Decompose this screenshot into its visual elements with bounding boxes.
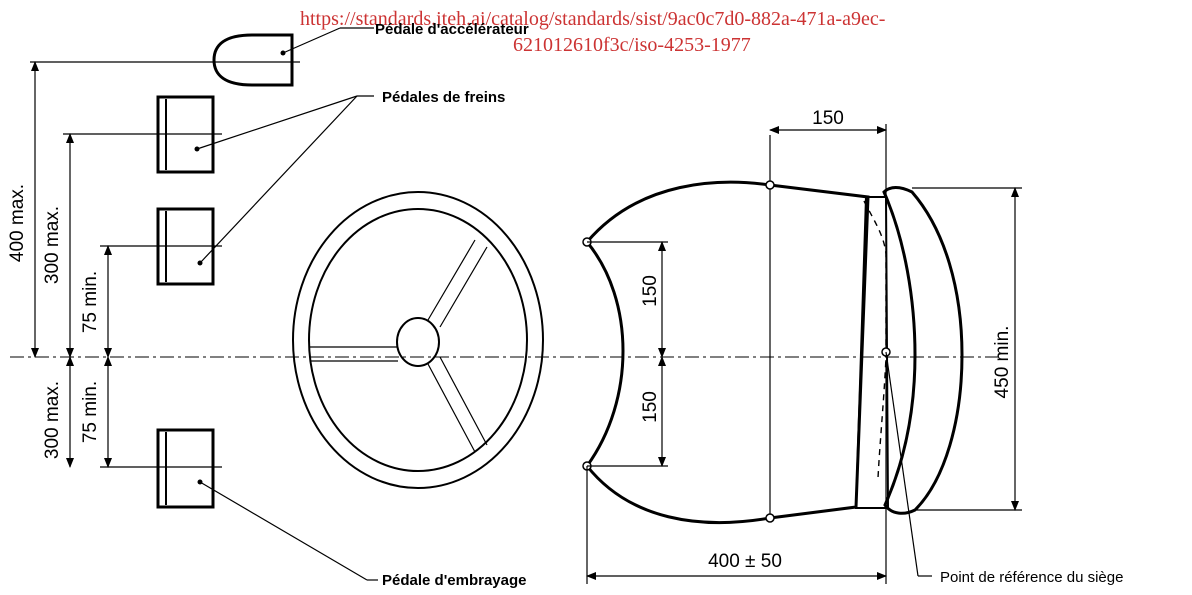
accelerator-pedal-label: Pédale d'accélérateur — [375, 21, 529, 38]
steering-wheel — [292, 191, 544, 489]
watermark-url-line2: 621012610f3c/iso-4253-1977 — [513, 34, 751, 56]
seat-top-offset-text: 150 — [812, 108, 844, 129]
watermark-url-line1: https://standards.iteh.ai/catalog/standa… — [300, 8, 885, 30]
seat-reference-leader — [885, 351, 932, 577]
seat-top-point — [765, 180, 775, 190]
clutch-pedal — [100, 428, 378, 581]
accelerator-pedal — [30, 27, 374, 87]
seat-bottom-point — [765, 513, 775, 523]
seat-half-width-dimension — [587, 241, 668, 467]
seat-depth-text: 400 ± 50 — [708, 551, 782, 572]
seat-width-text: 450 min. — [992, 326, 1013, 399]
brake-pedal-upper — [63, 95, 222, 174]
brake-pedal-lower — [100, 207, 222, 286]
brake-height-text: 300 max. — [42, 206, 63, 284]
seat-width-dimension — [912, 187, 1022, 511]
accel-height-text: 400 max. — [7, 184, 28, 262]
seat-depth-dimension — [586, 360, 887, 584]
clutch-offset-text: 75 min. — [80, 381, 101, 443]
seat-half-lower-text: 150 — [640, 391, 661, 423]
seat-half-upper-text: 150 — [640, 275, 661, 307]
brake-pedals-label: Pédales de freins — [382, 89, 505, 106]
clutch-pedal-label: Pédale d'embrayage — [382, 572, 526, 589]
brake-offset-text: 75 min. — [80, 271, 101, 333]
seat-reference-point-label: Point de référence du siège — [940, 569, 1123, 586]
clutch-height-text: 300 max. — [42, 381, 63, 459]
